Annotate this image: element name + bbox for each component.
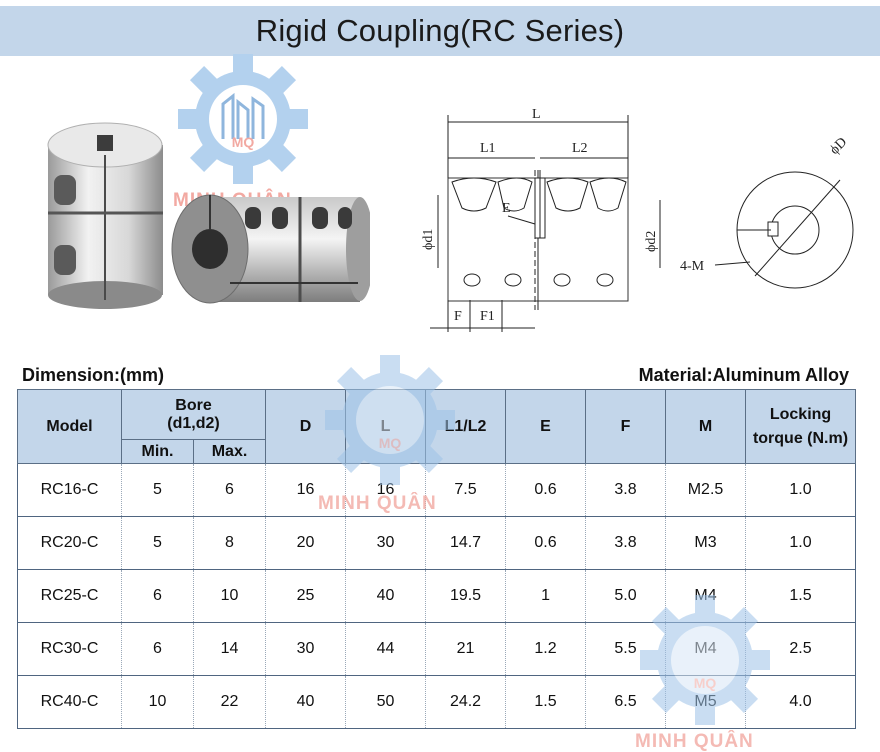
table-cell: 1.0 [745,516,857,570]
dimension-label: Dimension:(mm) [22,365,165,385]
svg-text:E: E [502,201,511,216]
table-cell: 0.6 [505,463,587,517]
table-cell: 3.8 [585,516,667,570]
table-cell: 6 [192,463,267,517]
table-cell: 5 [121,463,194,517]
table-cell: 19.5 [425,569,507,623]
table-cell: 1 [505,569,587,623]
gear-icon: MQ [640,595,770,725]
watermark-logo-bottom: MQ MINH QUÂN [630,585,790,752]
table-cell: 20 [265,516,347,570]
header-bore: Bore (d1,d2) [120,389,267,440]
svg-text:L2: L2 [572,141,588,156]
table-cell: 1.0 [745,463,857,517]
table-cell: RC16-C [17,463,122,517]
svg-text:L1: L1 [480,141,496,156]
table-cell: 1.5 [745,569,857,623]
title-bar: Rigid Coupling(RC Series) [0,6,880,56]
table-cell: 5 [121,516,194,570]
table-cell: 14 [192,622,267,676]
table-cell: 25 [265,569,347,623]
table-cell: 6.5 [585,675,667,729]
table-cell: 6 [121,569,194,623]
page-title: Rigid Coupling(RC Series) [255,13,625,48]
table-cell: 3.8 [585,463,667,517]
table-cell: RC20-C [17,516,122,570]
table-cell: RC30-C [17,622,122,676]
watermark-brand-text: MINH QUÂN [318,493,437,514]
header-torque: Locking torque (N.m) [745,389,857,464]
table-cell: 1.2 [505,622,587,676]
product-photo [47,122,370,309]
svg-text:ϕd1: ϕd1 [421,229,436,250]
header-bore-max: Max. [192,439,267,464]
table-cell: 14.7 [425,516,507,570]
table-cell: 6 [121,622,194,676]
table-cell: 10 [121,675,194,729]
table-cell: M3 [665,516,747,570]
table-cell: 4.0 [745,675,857,729]
gear-icon: MQ [178,54,308,184]
spec-table: Model Bore (d1,d2) D L L1/L2 E F M Locki… [17,389,857,729]
table-cell: 21 [425,622,507,676]
svg-text:MQ: MQ [232,134,255,150]
table-cell: M2.5 [665,463,747,517]
table-cell: 10 [192,569,267,623]
table-cell: 40 [345,569,427,623]
header-bore-min: Min. [121,439,194,464]
table-cell: 30 [345,516,427,570]
svg-text:MQ: MQ [379,435,402,451]
svg-text:4-M: 4-M [680,259,705,274]
watermark-logo-middle: MQ MINH QUÂN [315,345,465,520]
header-m: M [665,389,747,464]
table-cell: RC25-C [17,569,122,623]
table-cell: 40 [265,675,347,729]
table-cell: 44 [345,622,427,676]
gear-icon: MQ [325,355,455,485]
svg-text:ϕd2: ϕd2 [644,231,659,252]
svg-text:ϕD: ϕD [827,135,850,158]
svg-text:L: L [532,107,541,122]
table-cell: 50 [345,675,427,729]
svg-text:F: F [454,309,462,324]
header-model: Model [17,389,122,464]
table-cell: 8 [192,516,267,570]
header-e: E [505,389,587,464]
table-cell: RC40-C [17,675,122,729]
svg-text:F1: F1 [480,309,495,324]
table-cell: 1.5 [505,675,587,729]
table-cell: 30 [265,622,347,676]
table-cell: 0.6 [505,516,587,570]
technical-drawing: L L1 L2 E ϕd1 ϕd2 F F1 ϕD 4-M [421,107,854,332]
material-label: Material:Aluminum Alloy [638,365,849,385]
table-cell: 22 [192,675,267,729]
header-f: F [585,389,667,464]
watermark-brand-text: MINH QUÂN [635,731,754,752]
table-cell: 5.0 [585,569,667,623]
svg-text:MQ: MQ [694,675,717,691]
table-cell: 24.2 [425,675,507,729]
